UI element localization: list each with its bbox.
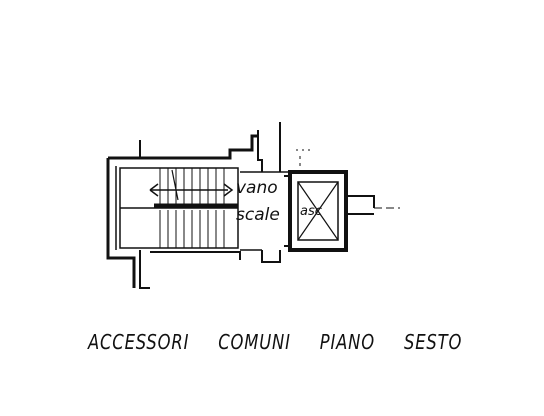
lift-label: asc bbox=[300, 204, 322, 219]
staircase bbox=[119, 167, 239, 249]
stair-label-line2: scale bbox=[236, 205, 280, 225]
landing-walls bbox=[240, 149, 312, 251]
plan-labels: vano scale asc bbox=[236, 178, 322, 225]
stair-label-line1: vano bbox=[236, 178, 278, 198]
caption-word-3: PIANO bbox=[319, 330, 375, 354]
caption-word-2: COMUNI bbox=[218, 330, 291, 354]
caption-word-4: SESTO bbox=[403, 330, 463, 354]
lift-shaft bbox=[284, 170, 400, 252]
plan-caption: ACCESSORI COMUNI PIANO SESTO bbox=[88, 330, 461, 354]
caption-word-1: ACCESSORI bbox=[88, 330, 190, 354]
stair-enclosure-walls bbox=[106, 122, 281, 289]
